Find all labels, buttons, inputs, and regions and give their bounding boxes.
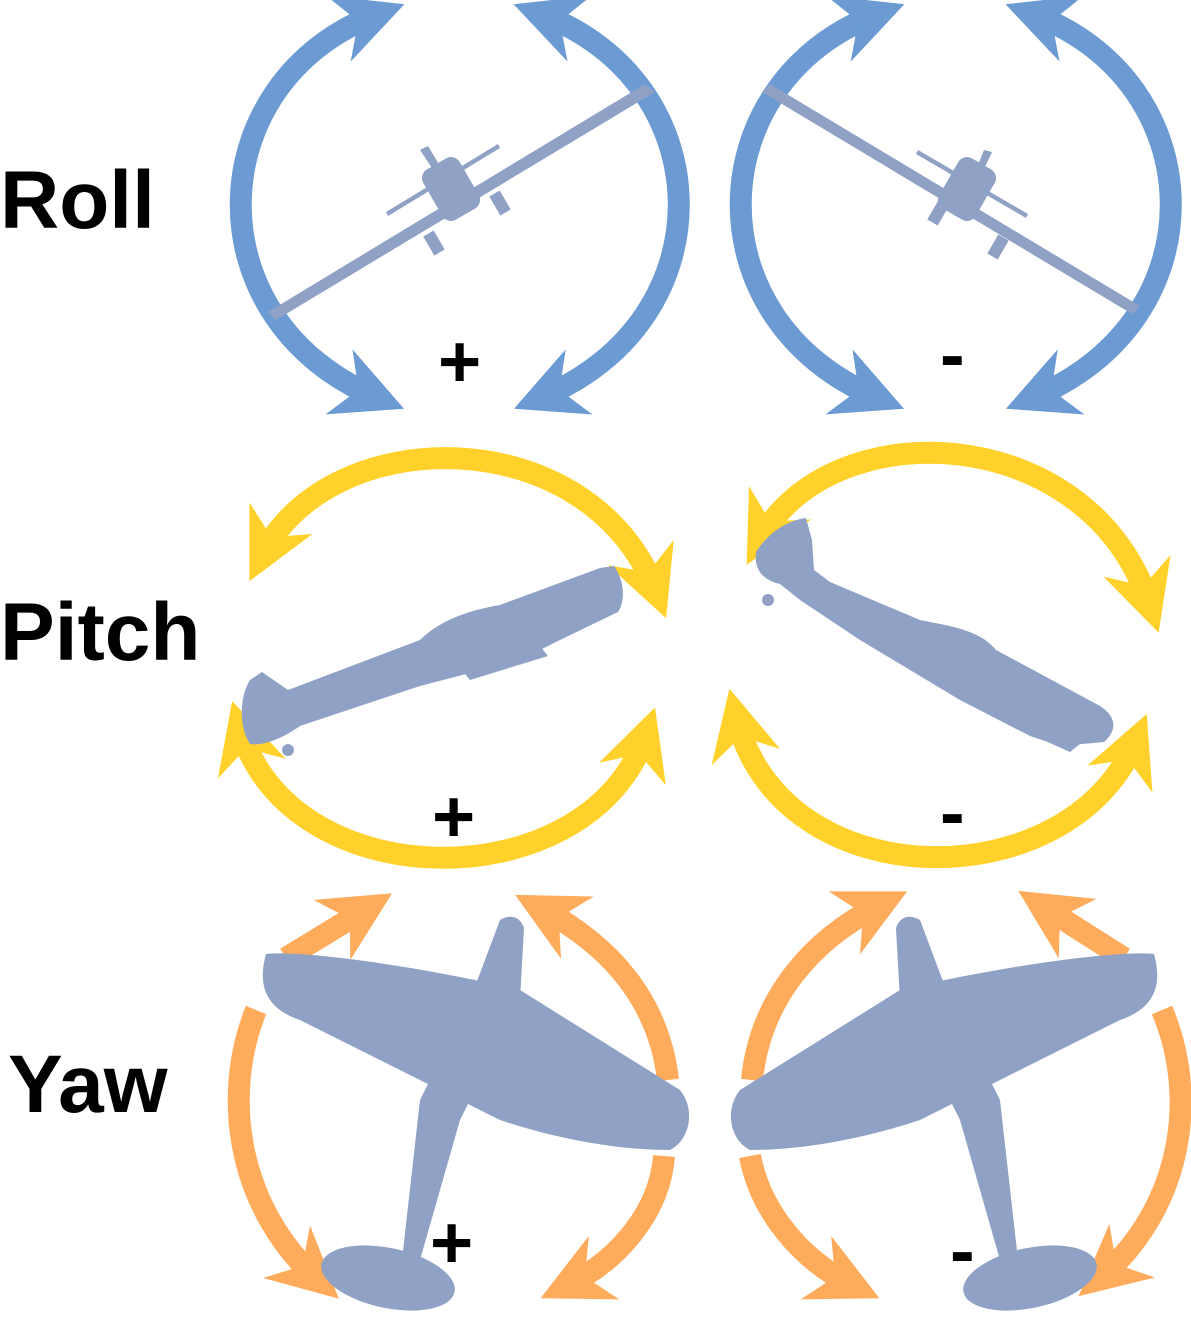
plane-gear <box>423 230 445 256</box>
yaw-negative-left-arrow <box>739 1153 880 1300</box>
yaw-negative-right-arrow <box>1078 1005 1191 1297</box>
pitch-negative-plane-side-view <box>755 518 1114 752</box>
plane-tailplane <box>386 144 500 216</box>
plane-fin <box>972 150 992 182</box>
yaw-positive-panel: + <box>227 893 690 1311</box>
pitch-negative-top-arrow <box>746 441 1171 633</box>
pitch-positive-panel: + <box>218 447 674 869</box>
pitch-row: Pitch + - <box>0 441 1171 869</box>
roll-positive-plane-front-view <box>268 84 655 320</box>
yaw-row: Yaw + <box>8 890 1191 1311</box>
yaw-positive-left-arrow <box>227 1005 339 1299</box>
plane-tailplane <box>916 150 1028 218</box>
roll-negative-panel: - <box>729 0 1182 415</box>
plane-fin <box>420 146 446 180</box>
plane-tailwheel <box>282 744 294 756</box>
pitch-negative-sign: - <box>940 771 965 854</box>
plane-fuselage <box>896 916 1018 1266</box>
yaw-negative-plane-top-view <box>730 916 1158 1311</box>
plane-fuselage <box>241 566 623 745</box>
plane-gear <box>927 200 949 226</box>
plane-fuselage <box>402 916 524 1266</box>
pitch-negative-bottom-arrow <box>711 688 1153 868</box>
roll-negative-left-arrow <box>729 0 905 415</box>
yaw-positive-arrows <box>227 893 679 1300</box>
yaw-label: Yaw <box>8 1039 168 1130</box>
roll-positive-arrows <box>229 0 690 415</box>
plane-fuselage <box>755 518 1114 746</box>
plane-wing <box>1012 716 1080 752</box>
pitch-label: Pitch <box>0 587 200 678</box>
pitch-positive-top-arrow <box>249 447 674 619</box>
roll-positive-left-arrow <box>229 0 405 415</box>
pitch-positive-sign: + <box>432 775 475 858</box>
yaw-positive-plane-top-view <box>262 916 690 1311</box>
yaw-negative-panel: - <box>730 890 1191 1311</box>
roll-positive-right-arrow <box>513 0 690 415</box>
roll-negative-sign: - <box>940 313 965 396</box>
roll-label: Roll <box>0 155 155 246</box>
yaw-negative-sign: - <box>950 1209 975 1292</box>
yaw-positive-top-left-arrow <box>280 893 393 968</box>
yaw-positive-top-right-arrow <box>515 894 679 1082</box>
pitch-positive-bottom-arrow <box>218 700 666 869</box>
yaw-positive-sign: + <box>430 1201 473 1284</box>
roll-positive-panel: + <box>229 0 690 415</box>
pitch-negative-panel: - <box>711 441 1171 868</box>
roll-negative-plane-front-view <box>762 84 1140 314</box>
roll-positive-sign: + <box>438 320 481 403</box>
plane-gear <box>987 234 1009 260</box>
roll-negative-arrows <box>729 0 1182 415</box>
yaw-negative-top-right-arrow <box>1018 890 1130 968</box>
roll-negative-right-arrow <box>1005 0 1182 415</box>
plane-tailplane <box>321 1245 455 1311</box>
pitch-negative-arrows <box>711 441 1171 868</box>
roll-row: Roll + <box>0 0 1182 415</box>
yaw-negative-top-left-arrow <box>741 891 908 1082</box>
plane-wing <box>460 646 548 680</box>
pitch-positive-plane-side-view <box>241 566 623 756</box>
plane-gear <box>489 190 511 216</box>
pitch-positive-arrows <box>218 447 674 869</box>
plane-tailplane <box>963 1245 1097 1311</box>
plane-tailwheel <box>762 594 774 606</box>
yaw-positive-right-arrow <box>540 1154 675 1300</box>
yaw-negative-arrows <box>739 890 1191 1300</box>
